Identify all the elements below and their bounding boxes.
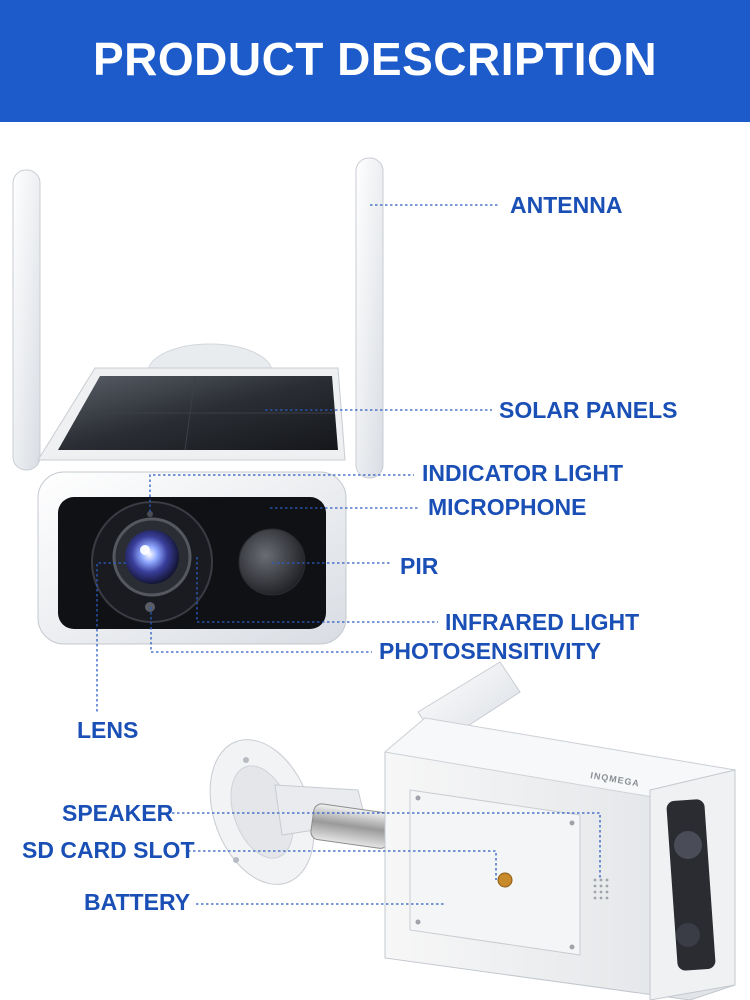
leader-lines bbox=[96, 204, 601, 905]
camera-lens bbox=[125, 530, 179, 584]
sd-card-screw bbox=[497, 872, 513, 888]
indicator-light-dot bbox=[147, 511, 153, 517]
label-infrared-light: INFRARED LIGHT bbox=[445, 609, 640, 635]
label-photosensitivity: PHOTOSENSITIVITY bbox=[379, 638, 601, 664]
pir-sensor bbox=[238, 528, 306, 596]
speaker-grille bbox=[593, 878, 609, 900]
photosensor-dot bbox=[145, 602, 155, 612]
label-sd-card-slot: SD CARD SLOT bbox=[22, 837, 195, 863]
metal-joint bbox=[310, 803, 392, 849]
battery-camera: INQMEGA bbox=[209, 661, 737, 1000]
battery-cover bbox=[409, 789, 581, 956]
antenna-left bbox=[12, 169, 41, 471]
solar-camera bbox=[12, 157, 384, 645]
label-speaker: SPEAKER bbox=[62, 800, 174, 826]
label-pir: PIR bbox=[400, 553, 439, 579]
label-solar-panels: SOLAR PANELS bbox=[499, 397, 678, 423]
label-battery: BATTERY bbox=[84, 889, 191, 915]
page-title: PRODUCT DESCRIPTION bbox=[92, 33, 658, 85]
header-banner: PRODUCT DESCRIPTION bbox=[0, 0, 750, 122]
antenna-right bbox=[355, 157, 384, 479]
label-antenna: ANTENNA bbox=[510, 192, 623, 218]
label-indicator-light: INDICATOR LIGHT bbox=[422, 460, 624, 486]
label-lens: LENS bbox=[77, 717, 139, 743]
label-microphone: MICROPHONE bbox=[428, 494, 587, 520]
